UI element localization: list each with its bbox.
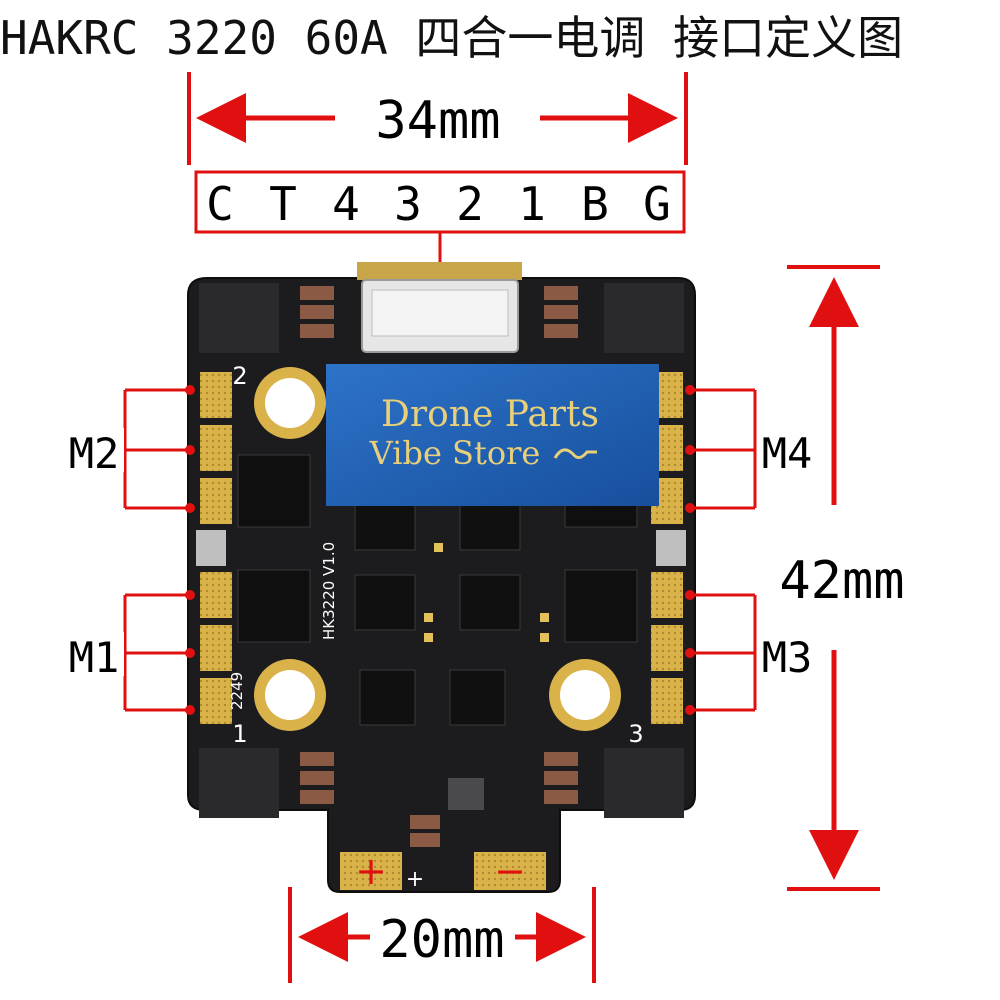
pad-m1-a xyxy=(200,572,232,618)
motor-pads-left xyxy=(196,372,232,724)
annot-m4: M4 xyxy=(685,385,817,513)
pad-m1-b xyxy=(200,625,232,671)
power-pad-minus xyxy=(474,852,546,890)
watermark-panel xyxy=(326,364,659,506)
watermark-line1: Drone Parts xyxy=(381,394,599,435)
dim-top-34mm: 34mm xyxy=(187,72,688,165)
mosfet-top-right xyxy=(604,283,684,353)
mosfet-bottom-right xyxy=(604,748,684,818)
silk-model-text: HK3220 V1.0 xyxy=(320,542,338,640)
silk-number-3: 3 xyxy=(628,720,643,748)
mount-hole-bottom-left xyxy=(254,659,326,731)
silk-number-2: 2 xyxy=(232,362,247,390)
pad-m3-c xyxy=(651,678,683,724)
pin-2: 2 xyxy=(456,177,484,231)
pin-c: C xyxy=(206,177,234,231)
esc-board: + − + 2 1 3 4 HK3220 V1.0 2249 xyxy=(187,262,696,893)
silk-date-code: 2249 xyxy=(228,672,246,710)
diagram-title: HAKRC 3220 60A 四合一电调 接口定义图 xyxy=(0,11,904,65)
watermark-line2: Vibe Store xyxy=(369,434,541,472)
jst-connector-inner xyxy=(371,289,509,337)
inductor xyxy=(448,778,484,810)
pad-left-middle xyxy=(196,530,226,566)
mosfet-bottom-left xyxy=(199,748,279,818)
capacitor-group-top xyxy=(300,286,578,338)
pin-t: T xyxy=(269,177,297,231)
pad-m3-b xyxy=(651,625,683,671)
mount-hole-bottom-right xyxy=(549,659,621,731)
power-minus-label: − xyxy=(494,849,526,893)
pad-m1-c xyxy=(200,678,232,724)
pin-1: 1 xyxy=(518,177,546,231)
label-m3: M3 xyxy=(762,633,813,682)
silk-number-1: 1 xyxy=(232,720,247,748)
store-watermark: Drone Parts Vibe Store xyxy=(326,364,659,506)
pin-g: G xyxy=(643,177,671,231)
annot-m3: M3 xyxy=(685,590,817,715)
mount-hole-top-left xyxy=(254,367,326,439)
capacitor-group-bottom xyxy=(300,752,578,847)
dim-top-label: 34mm xyxy=(375,91,500,151)
test-pads xyxy=(424,543,549,642)
pin-3: 3 xyxy=(394,177,422,231)
pad-m3-a xyxy=(651,572,683,618)
label-m1: M1 xyxy=(69,633,120,682)
dim-right-label: 42mm xyxy=(779,551,904,611)
label-m4: M4 xyxy=(762,429,813,478)
mosfet-top-left xyxy=(199,283,279,353)
watermark-logo-icon xyxy=(553,448,597,459)
pad-m2-a xyxy=(200,372,232,418)
driver-ics xyxy=(354,504,521,726)
pad-m2-b xyxy=(200,425,232,471)
power-plus-silk: + xyxy=(406,867,424,892)
annot-m2: M2 xyxy=(64,385,195,513)
label-m2: M2 xyxy=(69,429,120,478)
pad-m2-c xyxy=(200,478,232,524)
dim-bottom-label: 20mm xyxy=(379,910,504,970)
annot-m1: M1 xyxy=(64,590,195,715)
connector-pins-gold xyxy=(357,262,522,280)
connector-pin-box: C T 4 3 2 1 B G xyxy=(194,170,686,265)
pin-b: B xyxy=(581,177,609,231)
pin-4: 4 xyxy=(332,177,360,231)
pad-right-middle xyxy=(656,530,686,566)
dim-right-42mm: 42mm xyxy=(779,265,905,891)
dim-bottom-20mm: 20mm xyxy=(288,887,596,983)
power-plus-label: + xyxy=(355,849,387,893)
power-pad-plus xyxy=(340,852,402,890)
